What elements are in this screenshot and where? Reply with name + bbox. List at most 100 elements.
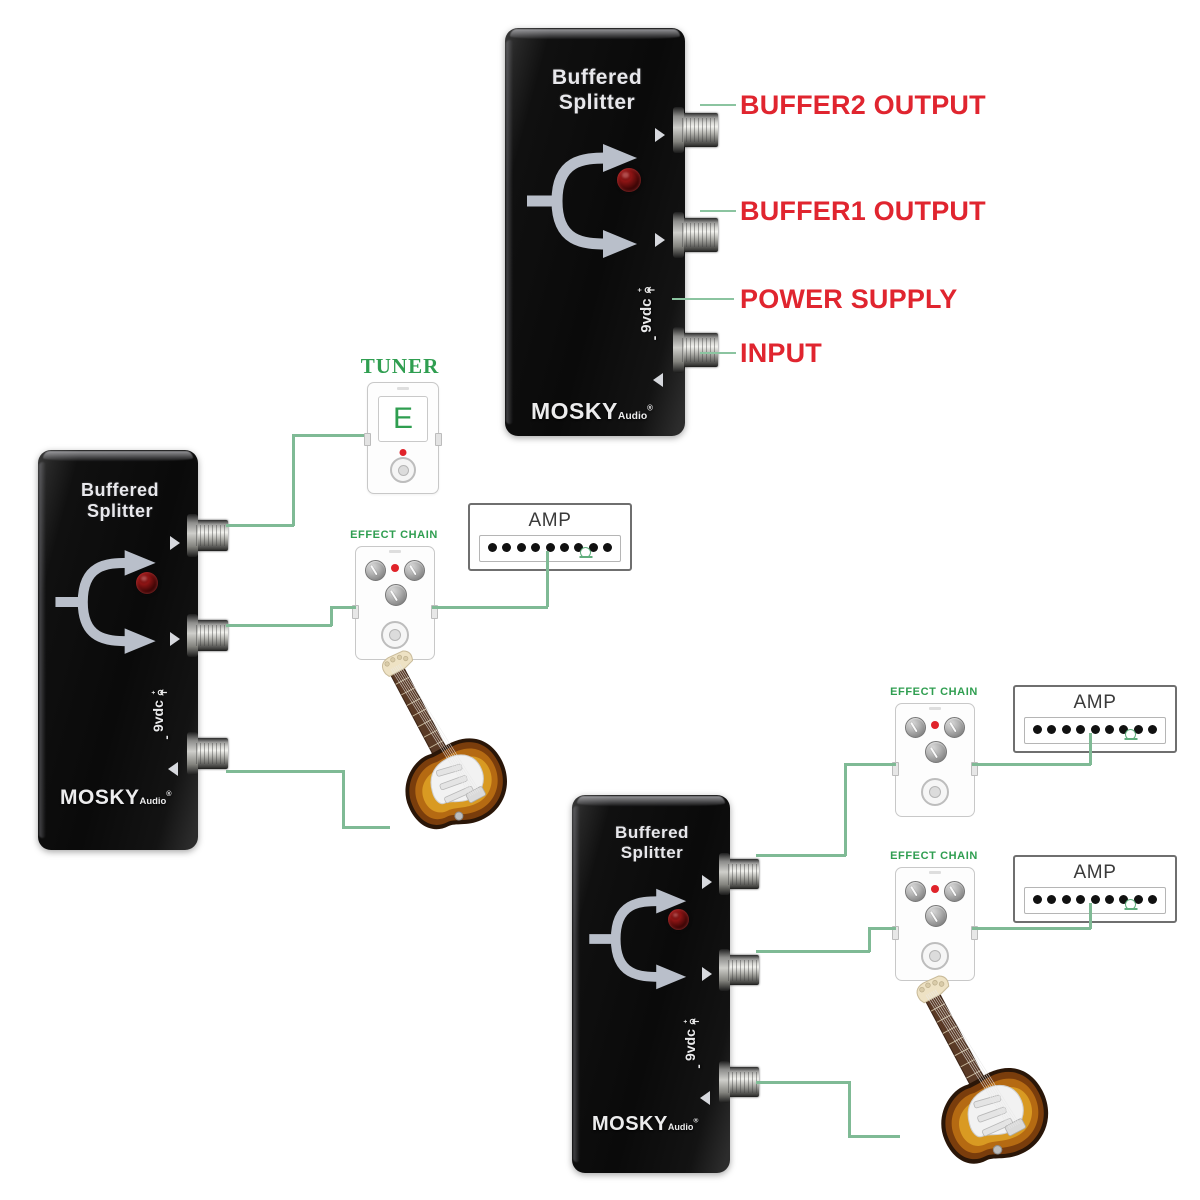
jack-buffer2-output[interactable] xyxy=(719,853,759,895)
status-led xyxy=(136,572,158,594)
jack-buffer2-output[interactable] xyxy=(673,107,718,153)
fx-knob-left[interactable] xyxy=(905,881,926,902)
fx-jack-left[interactable] xyxy=(892,762,899,776)
amp-control-dot[interactable] xyxy=(588,543,598,552)
amp-control-dot[interactable] xyxy=(559,543,569,552)
amp-control-dot[interactable] xyxy=(1047,725,1057,734)
pedal-name-line2: Splitter xyxy=(620,843,684,863)
amp-panel xyxy=(479,535,621,562)
cable-a-out1-h1 xyxy=(226,624,332,627)
fx-jack-left[interactable] xyxy=(352,605,359,619)
fx-knob-left[interactable] xyxy=(905,717,926,738)
amp-control-dot[interactable] xyxy=(1119,725,1129,734)
amp-control-dot[interactable] xyxy=(1090,895,1100,904)
fx-knob-right[interactable] xyxy=(944,717,965,738)
guitar-a xyxy=(365,650,510,840)
amp-control-dot[interactable] xyxy=(1104,895,1114,904)
amp-control-dot[interactable] xyxy=(1033,895,1042,904)
amp-control-dot[interactable] xyxy=(516,543,526,552)
fx-footswitch[interactable] xyxy=(921,778,949,806)
tuner-jack-left[interactable] xyxy=(364,433,371,446)
cable-b-out2-v xyxy=(844,763,847,856)
pedal-top-bevel xyxy=(510,29,680,39)
pedal-name-line1: Buffered xyxy=(551,66,643,89)
amp-control-dot[interactable] xyxy=(1090,725,1100,734)
svg-text:+: + xyxy=(150,690,157,694)
jack-buffer1-output[interactable] xyxy=(187,614,228,657)
fx-jack-right[interactable] xyxy=(971,926,978,940)
amp-input-jack-a[interactable] xyxy=(580,547,591,558)
amp-b-bottom: AMP xyxy=(1013,855,1177,923)
amp-control-dot[interactable] xyxy=(1119,895,1129,904)
cable-b-fxbot-amp-h xyxy=(972,927,1091,930)
amp-input-jack-b-bottom[interactable] xyxy=(1125,899,1136,910)
amp-control-dot[interactable] xyxy=(545,543,555,552)
jack-buffer1-output[interactable] xyxy=(719,949,759,991)
brand-logo-main: MOSKY xyxy=(531,398,618,424)
pedal-name: Buffered Splitter xyxy=(56,480,184,522)
tuner-label: TUNER xyxy=(360,354,440,378)
amp-control-dot[interactable] xyxy=(488,543,497,552)
pedal-name-line2: Splitter xyxy=(86,501,153,522)
amp-control-dot[interactable] xyxy=(1076,725,1086,734)
brand-logo-registered: ® xyxy=(693,1117,699,1125)
amp-control-dot[interactable] xyxy=(1133,725,1143,734)
callout-buffer2-output: BUFFER2 OUTPUT xyxy=(740,90,986,120)
pedal-name: Buffered Splitter xyxy=(527,66,667,116)
fx-jack-right[interactable] xyxy=(431,605,438,619)
jack-input[interactable] xyxy=(187,732,228,775)
fx-knob-center[interactable] xyxy=(385,584,407,606)
amp-control-dot[interactable] xyxy=(1076,895,1086,904)
splitter-arrow-graphic xyxy=(527,144,637,258)
amp-control-dot[interactable] xyxy=(1133,895,1143,904)
jack-input[interactable] xyxy=(673,327,718,373)
amp-control-dot[interactable] xyxy=(1104,725,1114,734)
fx-knob-left[interactable] xyxy=(365,560,386,581)
fx-knob-center[interactable] xyxy=(925,741,947,763)
cable-b-out2-h2 xyxy=(844,763,896,766)
fx-screw xyxy=(929,707,941,710)
jack-input[interactable] xyxy=(719,1061,759,1103)
cable-a-guitar-h2 xyxy=(342,826,390,829)
fx-knob-center[interactable] xyxy=(925,905,947,927)
cable-a-guitar-h1 xyxy=(226,770,344,773)
brand-logo: MOSKYAudio® xyxy=(592,1113,699,1136)
pedal-left-bevel xyxy=(573,806,580,1162)
jack-buffer2-output[interactable] xyxy=(187,514,228,557)
leader-line-input xyxy=(700,352,736,354)
amp-control-dot[interactable] xyxy=(1033,725,1042,734)
amp-control-dot[interactable] xyxy=(1148,895,1157,904)
amp-control-dot[interactable] xyxy=(1061,895,1071,904)
amp-panel xyxy=(1024,717,1166,744)
fx-footswitch[interactable] xyxy=(381,621,409,649)
cable-b-guitar-h1 xyxy=(756,1081,850,1084)
tuner-footswitch[interactable] xyxy=(390,457,416,484)
jack-ridges xyxy=(196,624,226,647)
cable-b-fxtop-amp-h xyxy=(972,763,1091,766)
amp-control-dot[interactable] xyxy=(1148,725,1157,734)
jack-buffer1-output[interactable] xyxy=(673,212,718,258)
amp-controls-row xyxy=(1033,895,1157,904)
tuner-led xyxy=(399,449,407,456)
fx-jack-left[interactable] xyxy=(892,926,899,940)
cable-a-out1-h2 xyxy=(330,606,356,609)
amp-control-dot[interactable] xyxy=(603,543,612,552)
amp-control-dot[interactable] xyxy=(502,543,512,552)
fx-footswitch[interactable] xyxy=(921,942,949,970)
fx-jack-right[interactable] xyxy=(971,762,978,776)
amp-control-dot[interactable] xyxy=(531,543,541,552)
pedal-left-bevel xyxy=(39,462,46,838)
tuner-jack-right[interactable] xyxy=(435,433,442,446)
leader-line-buffer1 xyxy=(700,210,736,212)
amp-control-dot[interactable] xyxy=(574,543,584,552)
pedal-name-line2: Splitter xyxy=(558,90,636,114)
amp-input-jack-b-top[interactable] xyxy=(1125,729,1136,740)
power-minus-marking: - xyxy=(646,323,662,353)
pedal-name-line1: Buffered xyxy=(80,480,159,500)
fx-knob-right[interactable] xyxy=(404,560,425,581)
amp-control-dot[interactable] xyxy=(1047,895,1057,904)
power-polarity-icon: + xyxy=(149,684,169,700)
amp-control-dot[interactable] xyxy=(1061,725,1071,734)
fx-knob-right[interactable] xyxy=(944,881,965,902)
